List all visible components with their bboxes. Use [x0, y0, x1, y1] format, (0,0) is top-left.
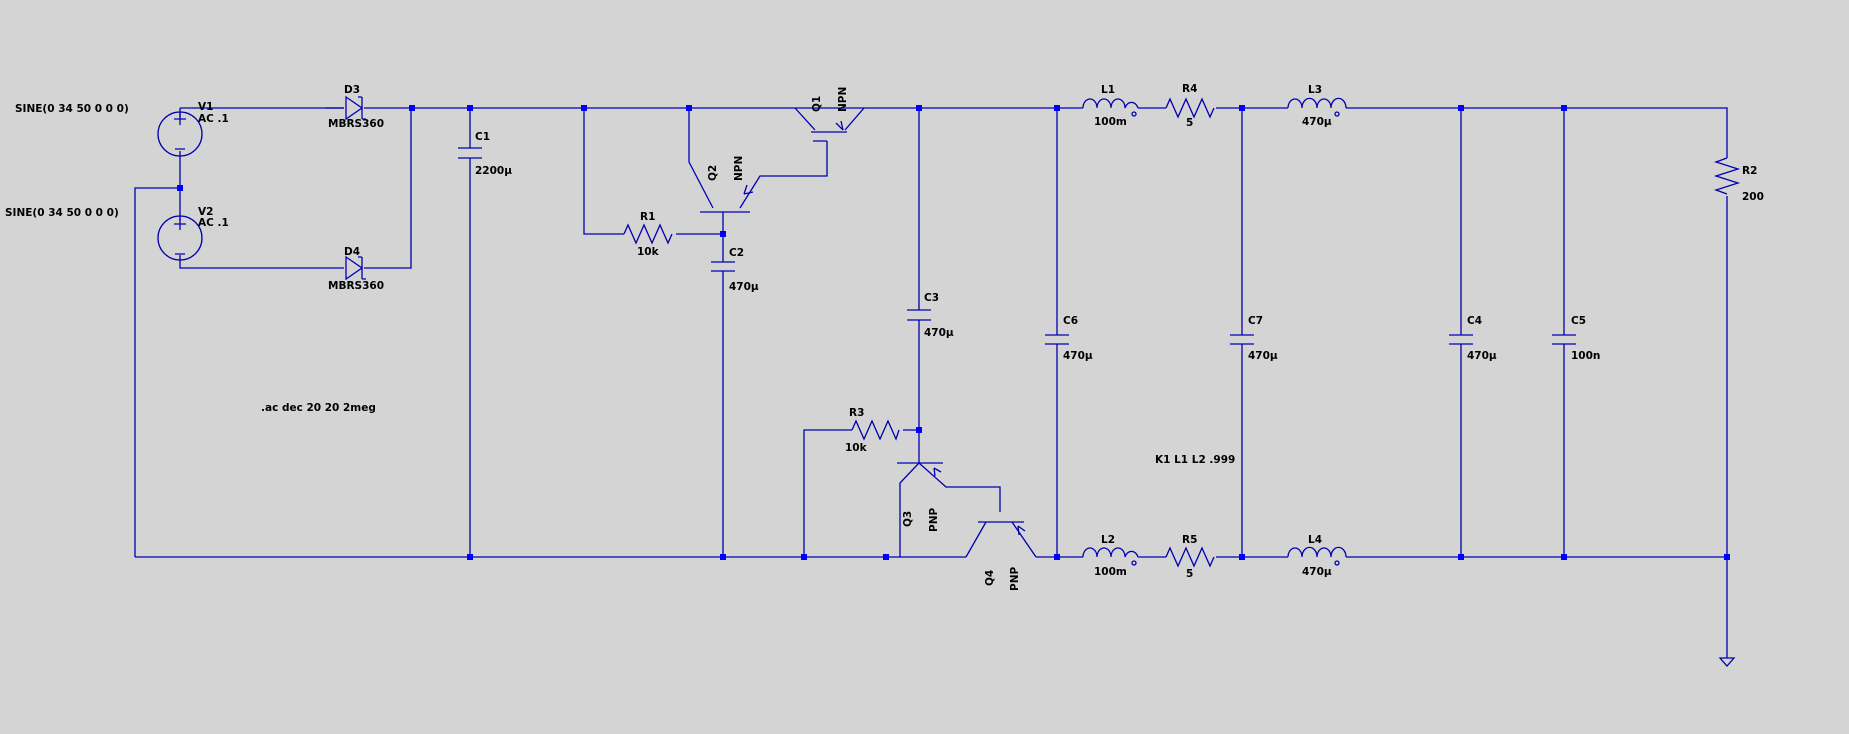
l3-name: L3 — [1308, 84, 1322, 96]
v1-sine-spec: SINE(0 34 50 0 0 0) — [15, 103, 129, 115]
c5-name: C5 — [1571, 315, 1586, 327]
l1-value: 100m — [1094, 116, 1127, 128]
transistor-q4[interactable]: Q4 PNP — [978, 521, 1026, 591]
voltage-source-v2[interactable]: V2 AC .1 — [157, 206, 229, 261]
c6-name: C6 — [1063, 315, 1078, 327]
capacitor-c2[interactable]: C2 470µ — [711, 247, 759, 293]
resistor-r3[interactable]: R3 10k — [845, 407, 900, 454]
capacitor-c6[interactable]: C6 470µ — [1045, 315, 1093, 362]
capacitor-c1[interactable]: C1 2200µ — [458, 131, 512, 177]
c1-name: C1 — [475, 131, 490, 143]
voltage-source-v1[interactable]: V1 AC .1 — [157, 101, 229, 157]
r4-value: 5 — [1186, 117, 1193, 129]
d4-model: MBRS360 — [328, 280, 384, 292]
r1-value: 10k — [637, 246, 660, 258]
inductor-l2[interactable]: L2 100m — [1082, 534, 1139, 578]
q3-name: Q3 — [902, 511, 914, 527]
ground-symbol — [1718, 657, 1736, 667]
resistor-r2[interactable]: R2 200 — [1713, 157, 1764, 203]
l4-value: 470µ — [1302, 566, 1332, 578]
c4-name: C4 — [1467, 315, 1482, 327]
c3-name: C3 — [924, 292, 939, 304]
inductor-l4[interactable]: L4 470µ — [1287, 534, 1347, 578]
wires — [134, 107, 1728, 658]
l2-value: 100m — [1094, 566, 1127, 578]
v2-sine-spec: SINE(0 34 50 0 0 0) — [5, 207, 119, 219]
c7-value: 470µ — [1248, 350, 1278, 362]
c5-value: 100n — [1571, 350, 1600, 362]
resistor-r1[interactable]: R1 10k — [623, 211, 673, 258]
q3-type: PNP — [928, 508, 940, 532]
capacitor-c4[interactable]: C4 470µ — [1449, 315, 1497, 362]
transistor-q2[interactable]: Q2 NPN — [700, 156, 754, 234]
diode-d3[interactable]: D3 MBRS360 — [325, 84, 384, 130]
q4-type: PNP — [1009, 567, 1021, 591]
l3-value: 470µ — [1302, 116, 1332, 128]
q4-name: Q4 — [984, 570, 996, 586]
resistor-r4[interactable]: R4 5 — [1165, 83, 1215, 129]
q1-name: Q1 — [811, 96, 823, 112]
resistor-r5[interactable]: R5 5 — [1165, 534, 1215, 580]
c2-value: 470µ — [729, 281, 759, 293]
d4-name: D4 — [344, 246, 360, 258]
v2-name: V2 — [198, 206, 213, 218]
capacitor-c5[interactable]: C5 100n — [1552, 315, 1600, 362]
transistor-q1[interactable]: Q1 NPN — [811, 87, 849, 142]
r4-name: R4 — [1182, 83, 1197, 95]
v1-ac: AC .1 — [198, 113, 229, 125]
v1-name: V1 — [198, 101, 213, 113]
r3-name: R3 — [849, 407, 864, 419]
transistor-q3[interactable]: Q3 PNP — [897, 462, 943, 532]
diode-d4[interactable]: D4 MBRS360 — [325, 246, 384, 292]
c1-value: 2200µ — [475, 165, 512, 177]
r2-value: 200 — [1742, 191, 1764, 203]
c2-name: C2 — [729, 247, 744, 259]
d3-model: MBRS360 — [328, 118, 384, 130]
r5-name: R5 — [1182, 534, 1197, 546]
inductor-l3[interactable]: L3 470µ — [1287, 84, 1347, 128]
l4-name: L4 — [1308, 534, 1322, 546]
capacitor-c7[interactable]: C7 470µ — [1230, 315, 1278, 362]
c6-value: 470µ — [1063, 350, 1093, 362]
q2-type: NPN — [733, 156, 745, 181]
capacitor-c3[interactable]: C3 470µ — [907, 292, 954, 339]
r3-value: 10k — [845, 442, 868, 454]
l1-name: L1 — [1101, 84, 1115, 96]
c3-value: 470µ — [924, 327, 954, 339]
c7-name: C7 — [1248, 315, 1263, 327]
junction-dots — [177, 105, 1730, 560]
q1-type: NPN — [837, 87, 849, 112]
ac-analysis-directive[interactable]: .ac dec 20 20 2meg — [261, 402, 376, 414]
c4-value: 470µ — [1467, 350, 1497, 362]
r1-name: R1 — [640, 211, 655, 223]
d3-name: D3 — [344, 84, 360, 96]
inductor-l1[interactable]: L1 100m — [1082, 84, 1139, 128]
l2-name: L2 — [1101, 534, 1115, 546]
q2-name: Q2 — [707, 165, 719, 181]
coupling-directive[interactable]: K1 L1 L2 .999 — [1155, 454, 1235, 466]
r5-value: 5 — [1186, 568, 1193, 580]
r2-name: R2 — [1742, 165, 1757, 177]
v2-ac: AC .1 — [198, 217, 229, 229]
